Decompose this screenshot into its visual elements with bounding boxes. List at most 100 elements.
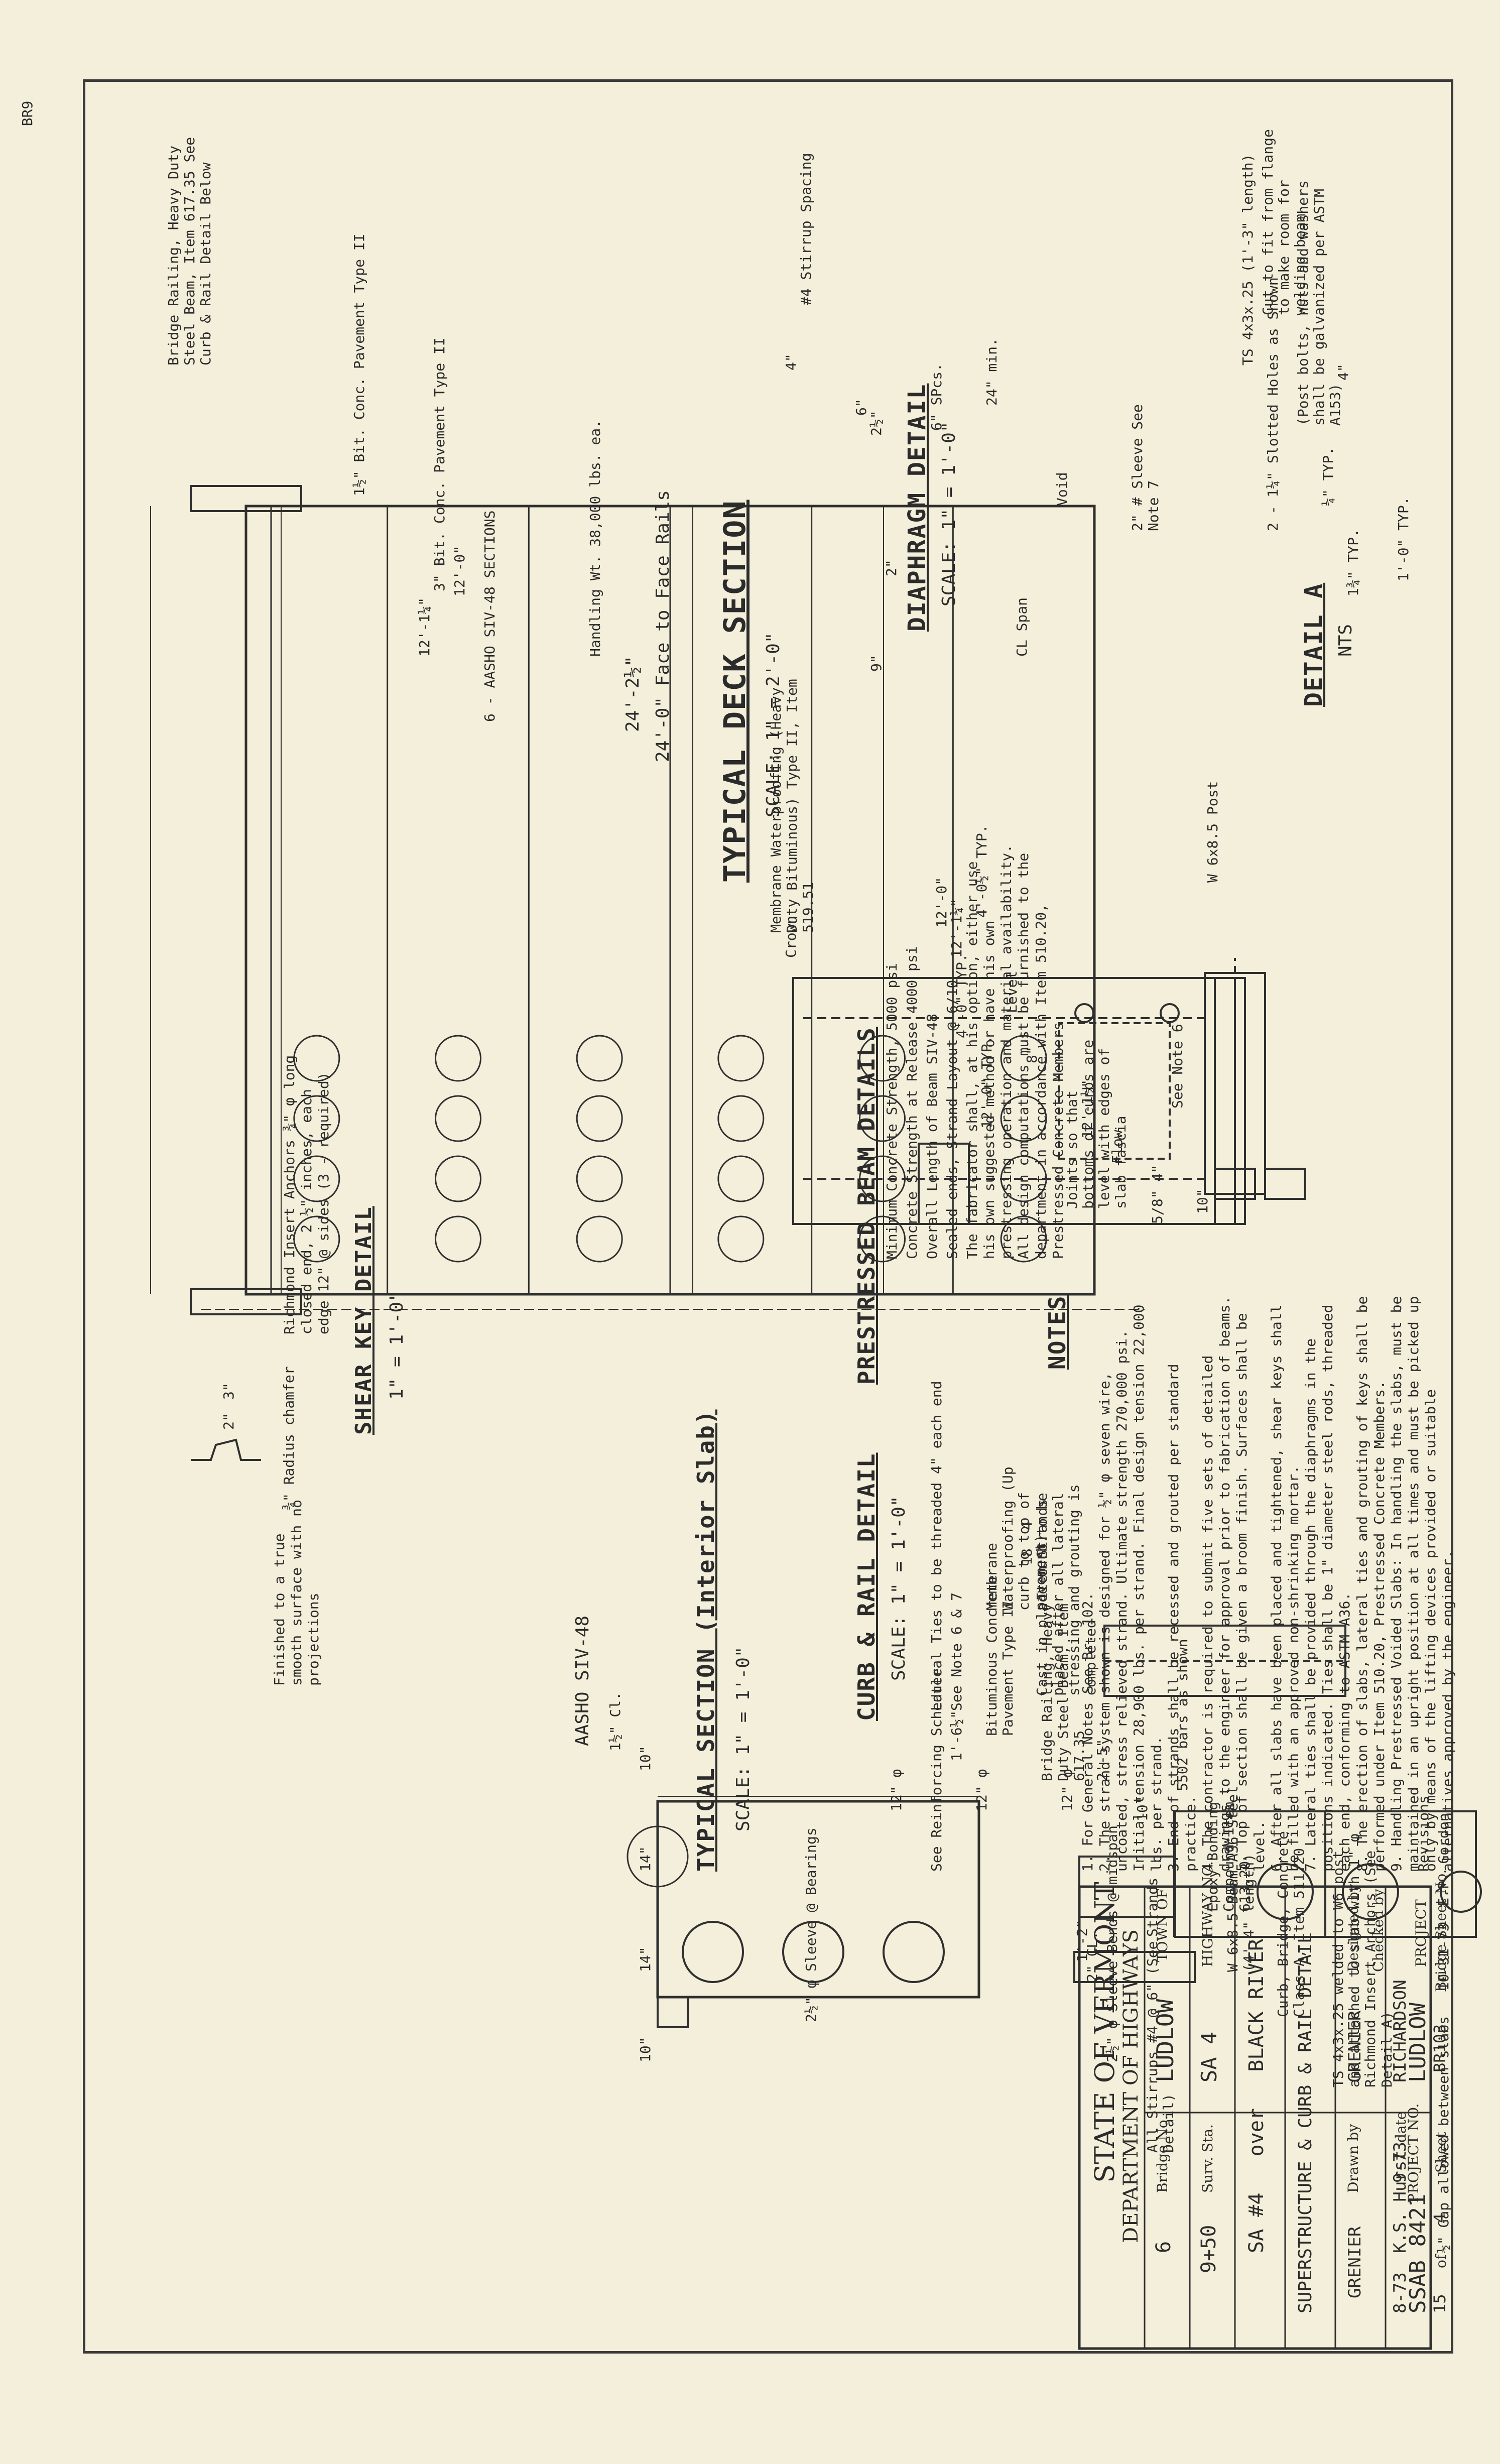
diaphragm-void: Void	[1054, 472, 1070, 506]
deck-label-joints: Joints so that bottoms of curbs are leve…	[1064, 1039, 1129, 1209]
deck-void-circle	[435, 1095, 481, 1142]
diaphragm-6in: 6"	[853, 399, 869, 416]
diaphragm-stirrup: #4 Stirrup Spacing	[798, 153, 814, 305]
typical-section-14b: 14"	[637, 1946, 654, 1972]
prestressed-title: PRESTRESSED BEAM DETAILS	[853, 1027, 880, 1385]
detail-a-slotted: 2 - 1¼" Slotted Holes as Shown	[1265, 277, 1281, 531]
diaphragm-cl-span: CL Span	[1014, 597, 1030, 657]
curb-dim-1-6: 1'-6½"	[948, 1710, 965, 1761]
deck-label-pavement-3: 3" Bit. Conc. Pavement Type II	[431, 337, 448, 591]
deck-label-membrane: Membrane Waterproofing (Heavy Duty Bitum…	[768, 679, 817, 933]
deck-dim-5-8: 5/8" 4"	[1149, 1164, 1166, 1224]
diaphragm-2in: 2"	[883, 559, 900, 576]
typical-section-lateral: Lateral Ties to be threaded 4" each end	[928, 1381, 945, 1711]
deck-dim-10in: 10"	[1194, 1188, 1211, 1214]
tb-bridge-no: 6	[1152, 2241, 1175, 2253]
deck-dim-overall: 24'-2½"	[622, 656, 643, 732]
tb-bridge-sheet-label: Bridge Sheet No.	[1433, 1869, 1449, 1992]
tb-designed-label: Designed by	[1345, 1884, 1361, 1972]
deck-dim-face: 24'-0" Face to Face Rails	[653, 490, 673, 762]
tb-state: STATE OF VERMONT	[1089, 1882, 1120, 2183]
typical-section-10a: 10"	[637, 1746, 654, 1771]
revisions-label: Revisions	[1415, 1795, 1432, 1872]
detail-a-ts: TS 4x3x.25 (1'-3" length)	[1239, 154, 1256, 365]
shear-key-finish: Finished to a true smooth surface with n…	[271, 1500, 322, 1686]
deck-void-circle	[717, 1035, 765, 1082]
tb-bridge-sheet: BR103	[1430, 2024, 1449, 2072]
prestressed-line-1: Minimum Concrete Strength, 5000 psi	[884, 962, 900, 1259]
curb-void-2: 12" φ	[973, 1769, 990, 1811]
tb-drawn-label: Drawn by	[1345, 2124, 1361, 2193]
curb-label-bars: 5502 bars as shown	[1174, 1639, 1191, 1791]
shear-key-3in: 3"	[220, 1383, 237, 1400]
deck-void-circle	[576, 1035, 623, 1082]
deck-label-railing: Bridge Railing, Heavy Duty Steel Beam, I…	[165, 137, 214, 365]
tb-sheet: 4	[1430, 2213, 1449, 2223]
tb-over: SA #4 over BLACK RIVER	[1245, 1938, 1268, 2253]
detail-a-title: DETAIL A	[1300, 582, 1328, 707]
note-8: 8. The erection of slabs, lateral ties a…	[1353, 1296, 1388, 1872]
note-6: 6. After all slabs have been placed and …	[1268, 1304, 1302, 1872]
tb-project-no: SSAB 8421	[1405, 2193, 1431, 2313]
deck-void-circle	[717, 1095, 765, 1142]
detail-a-bolts: (Post bolts, nuts and washers shall be g…	[1295, 180, 1344, 426]
deck-label-pavement-1: 1½" Bit. Conc. Pavement Type II	[351, 233, 367, 496]
deck-dim-half-left: 12'-1¼"	[416, 597, 433, 657]
tb-project-no-label: PROJECT NO.	[1405, 2103, 1422, 2203]
tb-surv-sta-label: Surv. Sta.	[1199, 2124, 1216, 2193]
deck-void-circle	[435, 1035, 481, 1082]
typical-section-scale: SCALE: 1" = 1'-0"	[733, 1646, 754, 1831]
deck-void-circle	[293, 1095, 340, 1142]
note-9: 9. Handling Prestressed Voided Slabs: In…	[1388, 1296, 1456, 1872]
tb-highway: SA 4	[1197, 2031, 1221, 2082]
detail-a-post: W 6x8.5 Post	[1204, 781, 1221, 883]
deck-void-circle	[717, 1155, 765, 1202]
typical-section-aasho: AASHO SIV-48	[572, 1615, 593, 1746]
detail-a-4in: 4"	[1335, 363, 1351, 381]
deck-void-circle	[293, 1215, 340, 1263]
tb-town-label: TOWN OF	[1154, 1888, 1171, 1962]
tb-surv-sta: 9+50	[1197, 2225, 1220, 2273]
tb-of-label: of	[1433, 2254, 1449, 2268]
deck-section-title: TYPICAL DECK SECTION	[717, 500, 753, 883]
tb-bridge-no-label: Bridge No.	[1154, 2116, 1171, 2193]
curb-label-cast: Cast in place curb to be placed after al…	[1034, 1484, 1099, 1696]
deck-void-circle	[1000, 1095, 1047, 1142]
typical-section-notes: See Note 6 & 7	[948, 1592, 965, 1711]
detail-a-scale: NTS	[1335, 624, 1356, 657]
prestressed-line-5: The fabricator shall, at his option, eit…	[964, 844, 1066, 1259]
tb-of: 15	[1430, 2294, 1449, 2313]
curb-label-bituminous: Bituminous Concrete Pavement Type II	[983, 1575, 1017, 1736]
tb-project-label: PROJECT	[1413, 1899, 1429, 1967]
curb-rail-title: CURB & RAIL DETAIL	[853, 1452, 880, 1721]
tb-checked-label: Checked by	[1370, 1889, 1387, 1972]
deck-label-handling: Handling Wt. 38,000 lbs. ea.	[587, 419, 603, 657]
detail-a-1ft: 1'-0" TYP.	[1395, 497, 1412, 581]
diaphragm-sleeve: 2" # Sleeve See Note 7	[1129, 404, 1162, 531]
deck-void-circle	[576, 1095, 623, 1142]
deck-void-circle	[859, 1035, 906, 1082]
notes-list: 1. For General Notes See Br. 102. 2. The…	[1079, 1294, 1456, 1872]
deck-void-circle	[859, 1215, 906, 1263]
tb-sheet-title: SUPERSTRUCTURE & CURB & RAIL DETAIL	[1295, 1932, 1316, 2313]
curb-dim-10in: 10"	[1134, 1796, 1151, 1821]
shear-key-anchors: Richmond Insert Anchors ¾" φ long closed…	[281, 1055, 332, 1334]
curb-label-schedule: See Reinforcing Schedule	[928, 1668, 945, 1872]
deck-label-note6: See Note 6	[1169, 1024, 1186, 1108]
deck-void-circle	[1000, 1215, 1047, 1263]
curb-dim-2-5: 2'-5"	[1094, 1739, 1110, 1781]
deck-void-circle	[293, 1035, 340, 1082]
typical-section-10b: 10"	[637, 2037, 654, 2062]
typical-section-title: TYPICAL SECTION (Interior Slab)	[692, 1409, 719, 1872]
prestressed-line-4: Sealed ends, Strand Layout @ 6/10	[944, 979, 960, 1259]
shear-key-2in: 2"	[220, 1413, 237, 1430]
tb-project: LUDLOW	[1405, 2003, 1431, 2082]
deck-void-circle	[435, 1215, 481, 1263]
deck-void-circle	[859, 1095, 906, 1142]
curb-void-3: 12" φ	[888, 1769, 905, 1811]
deck-void-circle	[293, 1155, 340, 1202]
notes-title: NOTES	[1044, 1295, 1071, 1370]
note-7: 7. Lateral ties shall be provided throug…	[1302, 1304, 1353, 1872]
shear-key-scale: 1" = 1'-0"	[387, 1291, 407, 1400]
